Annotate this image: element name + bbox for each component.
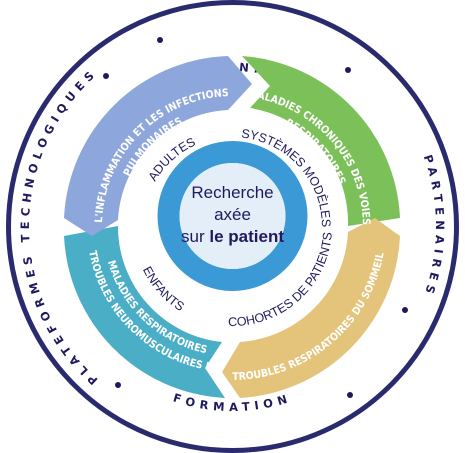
segment-bottom-right-tan — [222, 218, 400, 398]
separator-dot — [115, 382, 121, 388]
segment-bottom-left-teal — [64, 226, 225, 398]
separator-dot — [402, 307, 408, 313]
separator-dot — [103, 73, 109, 79]
separator-dot — [347, 392, 353, 398]
center-ring — [157, 141, 308, 291]
center-line-1: Recherche — [191, 183, 273, 202]
center-line-3-prefix: sur — [181, 227, 209, 246]
segment-top-right-green — [242, 56, 400, 226]
segment-top-left-periwinkle — [64, 56, 252, 236]
center-line-3-bold: le patient — [209, 227, 284, 246]
center-line-3: sur le patient — [181, 227, 284, 246]
center-disc — [179, 163, 286, 269]
separator-dot — [345, 67, 351, 73]
separator-dot — [157, 37, 163, 43]
center-line-2: axée — [214, 205, 251, 224]
